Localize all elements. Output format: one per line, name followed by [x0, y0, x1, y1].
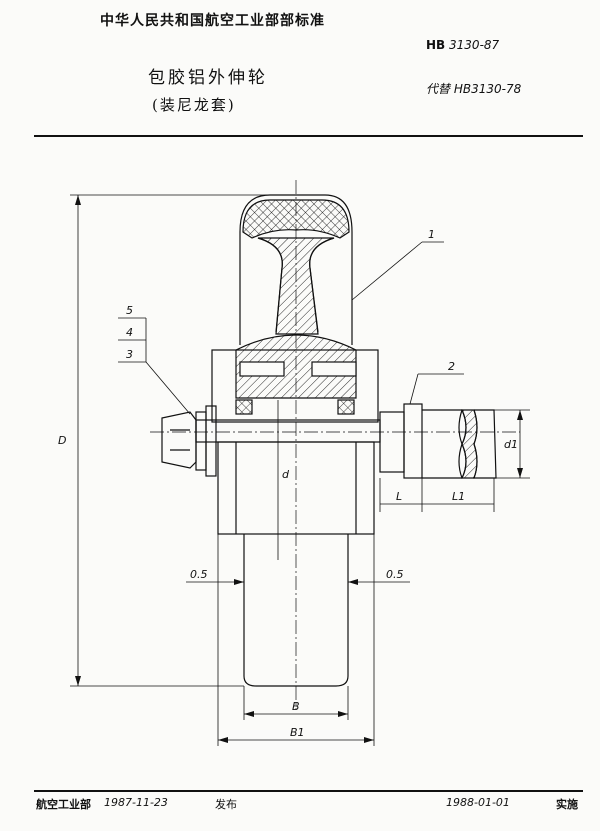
issue-label: 发布 [215, 798, 237, 811]
dim-label-B1: B1 [290, 726, 305, 739]
standard-prefix: HB [426, 38, 446, 52]
dim-label-gap-left: 0.5 [190, 568, 208, 581]
issuing-organization: 中华人民共和国航空工业部部标准 [100, 13, 325, 29]
dim-label-d: d [282, 468, 290, 481]
bushing-left [235, 399, 253, 415]
dim-label-B: B [292, 700, 300, 713]
effective-date: 1988-01-01 [446, 796, 510, 809]
replaces-standard: 代替 HB3130-78 [426, 82, 522, 96]
part-label-1: 1 [428, 228, 435, 241]
tyre-upper [239, 194, 353, 345]
dim-label-gap-right: 0.5 [386, 568, 404, 581]
effective-label: 实施 [556, 798, 578, 811]
axle-spacer [379, 411, 405, 473]
hub-bolt-right [311, 361, 357, 377]
part-label-4: 4 [126, 326, 133, 339]
issuer: 航空工业部 [36, 798, 91, 811]
part-label-2: 2 [448, 360, 455, 373]
nut-part-3 [161, 411, 197, 469]
dim-label-L: L [396, 490, 402, 503]
dim-label-D: D [58, 434, 66, 447]
document-title: 包胶铝外伸轮 [148, 68, 268, 88]
header-rule [34, 135, 583, 137]
part-label-3: 3 [126, 348, 133, 361]
hub-bolt-left [239, 361, 285, 377]
axle-shaft [195, 419, 381, 443]
hub-frame [211, 349, 379, 423]
part-label-5: 5 [126, 304, 133, 317]
standard-number-value: 3130-87 [449, 38, 500, 52]
dim-label-L1: L1 [452, 490, 465, 503]
dim-label-d1: d1 [504, 438, 518, 451]
standard-number: HB 3130-87 [426, 38, 499, 52]
nut-part-4 [195, 411, 207, 471]
axle-break-hatch [461, 409, 478, 479]
issue-date: 1987-11-23 [104, 796, 168, 809]
nut-part-5 [205, 405, 217, 477]
footer-rule [34, 790, 583, 792]
document-subtitle: (装尼龙套) [152, 96, 236, 114]
axle-collar [403, 403, 423, 479]
axle-end-right [473, 409, 497, 479]
bushing-right [337, 399, 355, 415]
